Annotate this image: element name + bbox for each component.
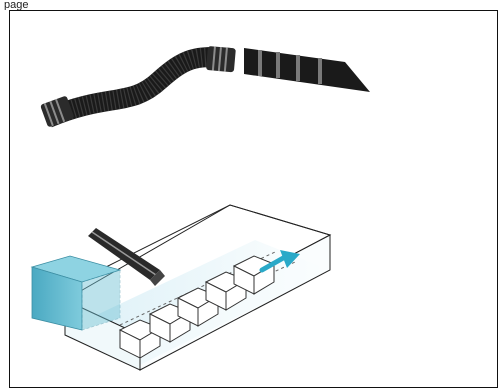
flexible-hose-icon	[40, 46, 236, 128]
crevice-nozzle-icon	[244, 48, 370, 92]
blue-block-icon	[32, 256, 120, 330]
